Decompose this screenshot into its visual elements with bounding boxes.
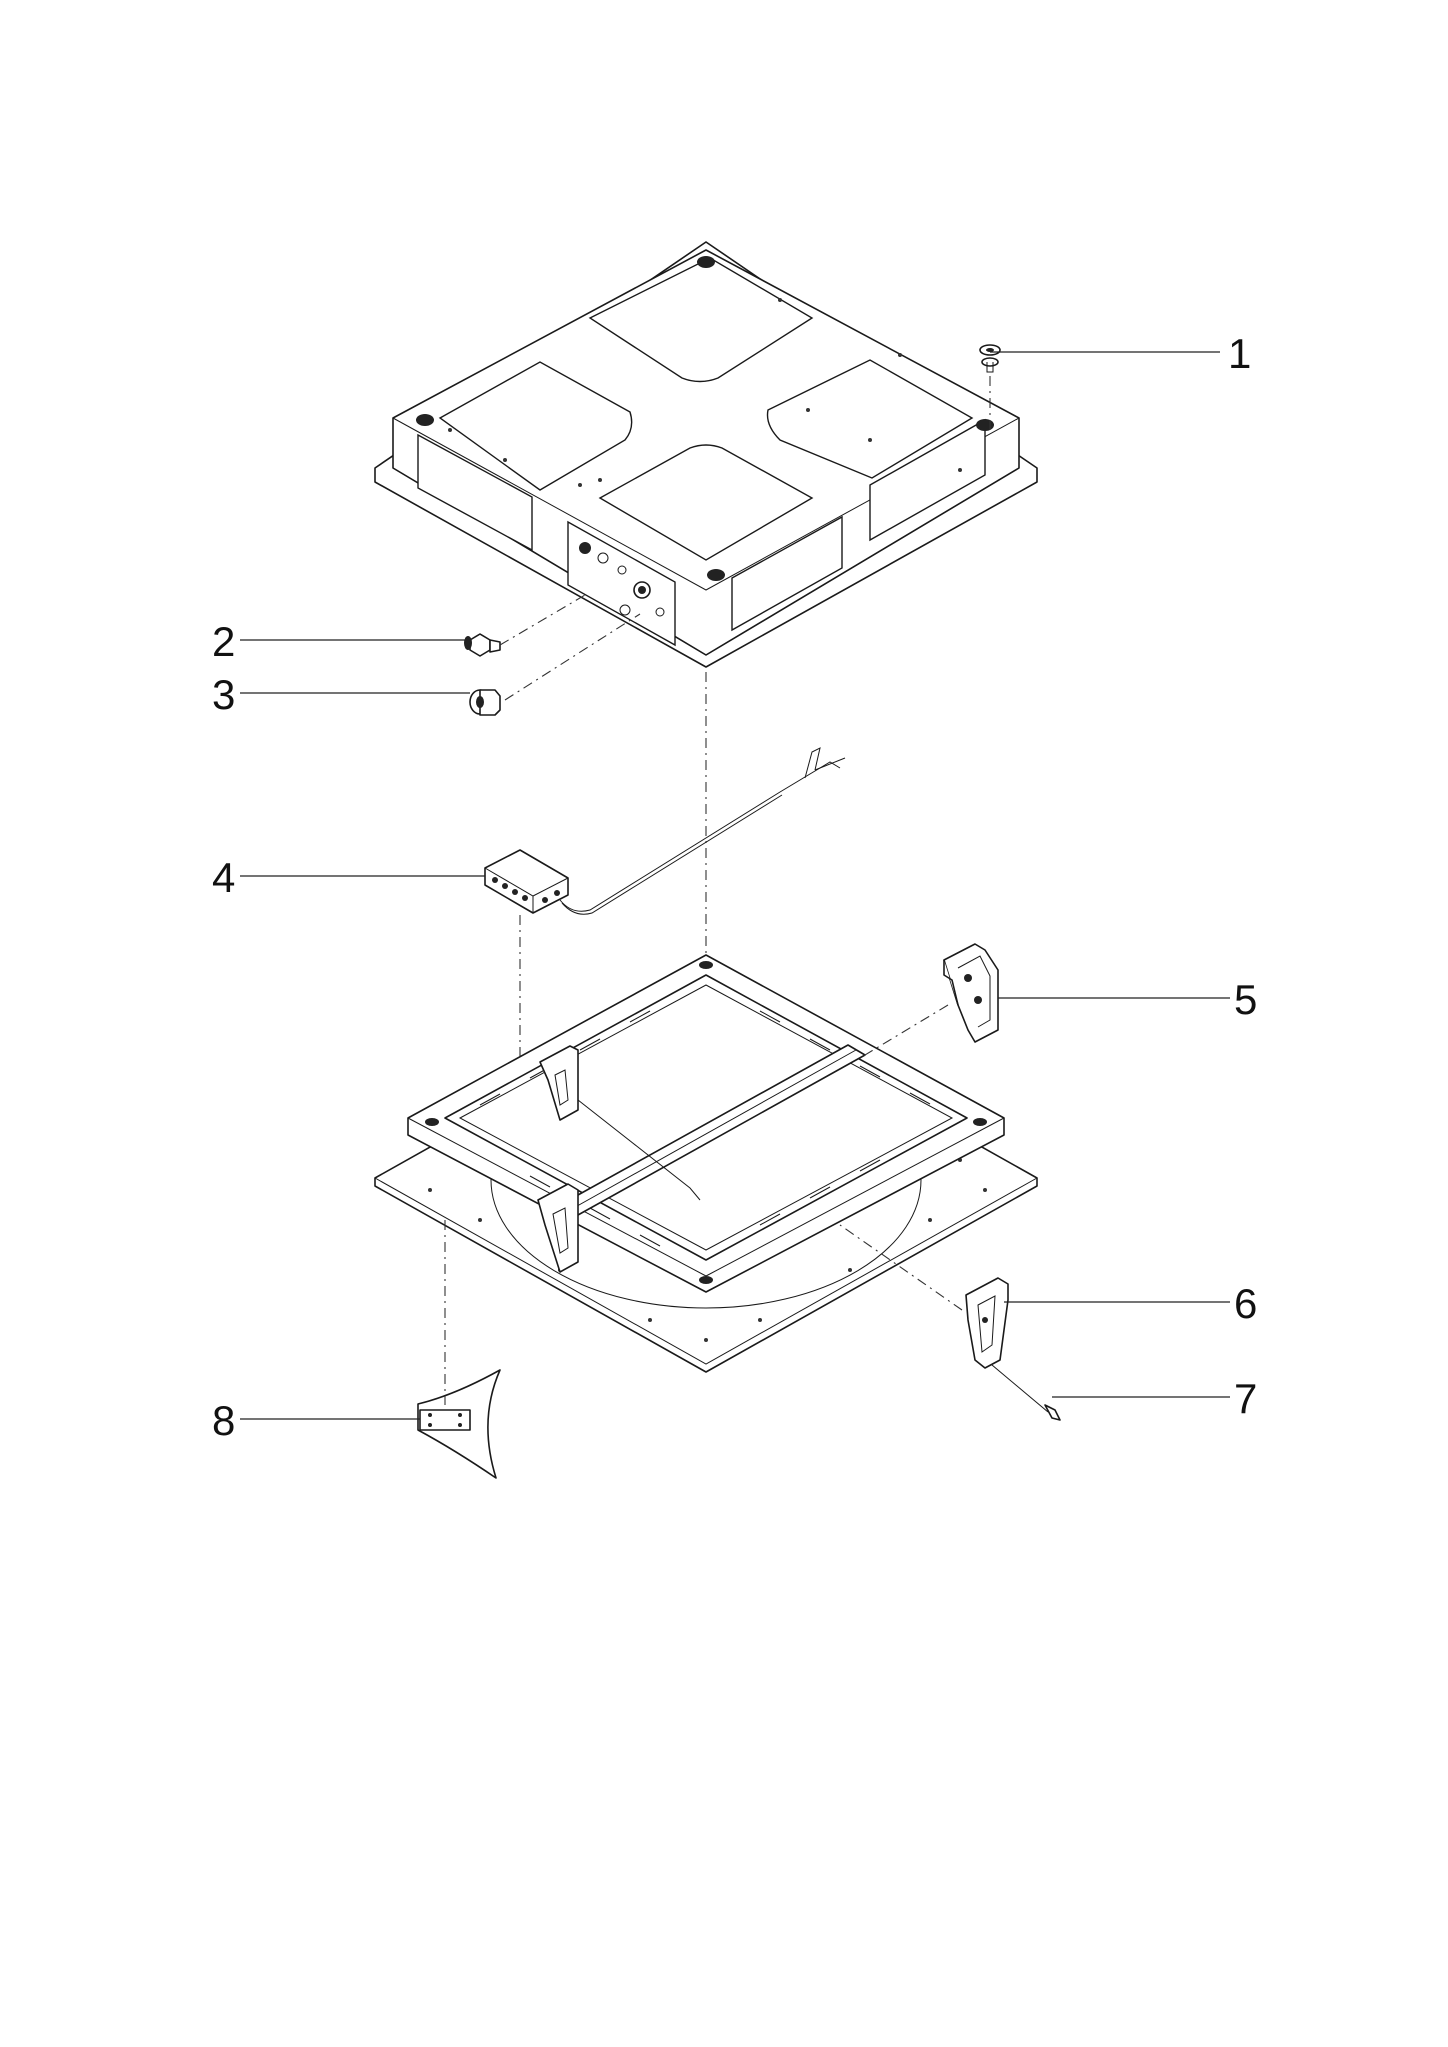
frame-bracket-front — [537, 1183, 579, 1273]
part-7-bolt — [991, 1364, 1061, 1421]
frame-bracket-left — [539, 1045, 579, 1121]
part-6-bracket — [965, 1277, 1009, 1369]
part-2-fitting — [464, 633, 501, 657]
callout-3: 3 — [212, 671, 470, 718]
callout-number: 8 — [212, 1397, 235, 1444]
callout-number: 6 — [1234, 1280, 1257, 1327]
callout-number: 4 — [212, 854, 235, 901]
callout-5: 5 — [998, 976, 1257, 1023]
callout-7: 7 — [1052, 1375, 1257, 1422]
callout-number: 5 — [1234, 976, 1257, 1023]
callout-number: 7 — [1234, 1375, 1257, 1422]
part-4-junction-box — [484, 747, 846, 915]
top-cover-housing — [374, 241, 1038, 668]
callout-6: 6 — [1004, 1280, 1257, 1327]
callout-1: 1 — [990, 330, 1251, 377]
callout-number: 3 — [212, 671, 235, 718]
part-3-fitting — [469, 689, 501, 716]
callout-number: 2 — [212, 618, 235, 665]
callout-4: 4 — [212, 854, 485, 901]
part-8-cover-piece — [417, 1369, 501, 1479]
callout-2: 2 — [212, 618, 470, 665]
callout-number: 1 — [1228, 330, 1251, 377]
callout-8: 8 — [212, 1397, 420, 1444]
part-5-bracket — [943, 943, 999, 1043]
part-1-screw — [979, 344, 1001, 373]
